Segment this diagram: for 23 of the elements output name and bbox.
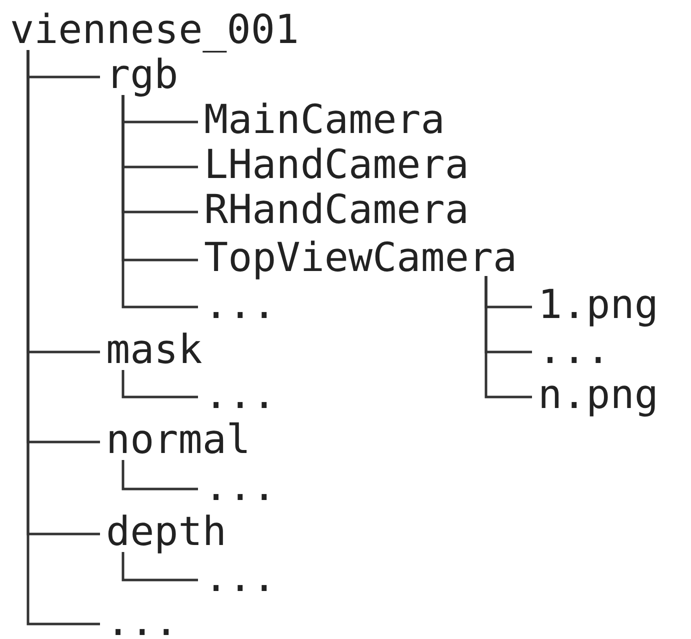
tree-connector [122, 370, 198, 398]
tree-connector [26, 50, 100, 626]
tree-entry-label: normal [106, 418, 250, 462]
tree-entry-label: viennese_001 [10, 8, 299, 52]
tree-entry-label: LHandCamera [204, 143, 469, 187]
tree-entry-label: ... [204, 556, 276, 600]
tree-connector [484, 276, 532, 398]
tree-connector [122, 552, 198, 582]
tree-entry-label: rgb [106, 53, 178, 97]
tree-entry-label: depth [106, 510, 226, 554]
tree-entry-label: ... [204, 283, 276, 327]
tree-entry-label: n.png [538, 373, 658, 417]
tree-connector [122, 95, 198, 308]
tree-entry-label: RHandCamera [204, 188, 469, 232]
tree-entry-label: MainCamera [204, 98, 445, 142]
tree-entry-label: ... [204, 373, 276, 417]
tree-connector [122, 460, 198, 490]
tree-entry-label: 1.png [538, 283, 658, 327]
tree-entry-label: ... [204, 465, 276, 509]
tree-entry-label: TopViewCamera [204, 236, 518, 280]
tree-entry-label: ... [538, 328, 610, 372]
tree-entry-label: mask [106, 328, 202, 372]
tree-entry-label: ... [106, 600, 178, 639]
